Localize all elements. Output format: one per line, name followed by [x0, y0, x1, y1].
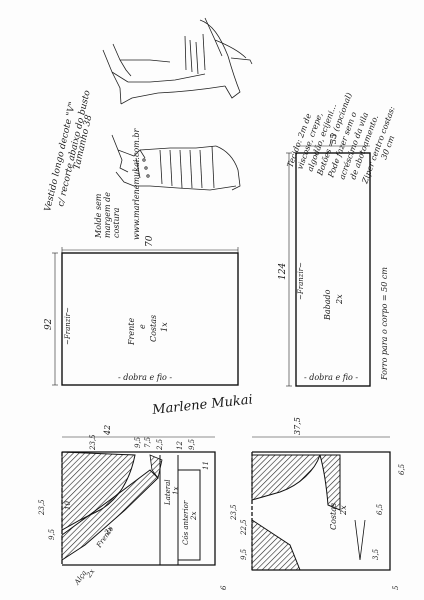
svg-text:23,5: 23,5 [230, 504, 238, 521]
molde-note-line1: Molde sem [94, 193, 103, 239]
svg-text:9,5: 9,5 [134, 436, 142, 448]
svg-text:3,5: 3,5 [372, 548, 380, 560]
svg-text:23,5: 23,5 [38, 499, 46, 516]
bodice-back: 37,5 23,5 6,5 22,5 9,5 3,5 6,5 5 Costas … [230, 417, 406, 590]
svg-text:23,5: 23,5 [89, 434, 97, 451]
svg-text:1x: 1x [172, 487, 180, 495]
babado-label-qty: 2x [335, 294, 344, 305]
svg-text:9,5: 9,5 [188, 438, 196, 450]
svg-text:2x: 2x [103, 525, 115, 537]
svg-text:6,5: 6,5 [398, 463, 406, 475]
svg-text:10: 10 [64, 501, 72, 510]
bodice-front: 42 23,5 9,5 10 9,5 7,5 2,5 23,5 12 9,5 1… [38, 425, 228, 590]
molde-note: Molde sem margem de costura [94, 192, 121, 239]
svg-text:9,5: 9,5 [240, 548, 248, 560]
front-back-label-qty: 1x [160, 322, 169, 332]
svg-text:2,5: 2,5 [156, 438, 164, 451]
babado-height: 124 [278, 263, 288, 280]
signature: Marlene Mukai [151, 392, 254, 418]
dress-sketch-middle [111, 134, 241, 191]
fabric-note: Tecido: 2m de viscose, crepe, algodão, e… [285, 91, 396, 185]
svg-text:12: 12 [176, 441, 184, 450]
title-block: Vestido longo decote "V" c/ recorte abai… [43, 89, 94, 213]
babado-top-dim: 35 [329, 134, 338, 144]
babado-piece: 35 124 ~Franzir~ Babado 2x - dobra e fio… [278, 134, 389, 387]
svg-text:2x: 2x [85, 568, 97, 580]
babado-outline [295, 152, 371, 387]
svg-text:Lateral: Lateral [164, 479, 172, 506]
svg-text:6,5: 6,5 [376, 503, 384, 515]
front-back-label-costas: Costas [149, 315, 158, 342]
svg-text:37,5: 37,5 [293, 417, 302, 435]
svg-text:5: 5 [392, 585, 400, 590]
dress-sketch-top [102, 17, 253, 105]
front-back-dobra: - dobra e fio - [118, 373, 172, 382]
babado-dobra: - dobra e fio - [304, 373, 358, 382]
svg-text:11: 11 [202, 461, 210, 470]
front-back-outline [61, 252, 239, 386]
svg-text:Costas: Costas [329, 503, 338, 530]
front-back-width: 70 [145, 235, 155, 247]
front-back-franzir: ~Franzir~ [64, 307, 72, 345]
svg-text:42: 42 [103, 425, 112, 436]
svg-text:7,5: 7,5 [144, 436, 152, 448]
forro-note: Forro para o corpo = 50 cm [380, 267, 389, 381]
front-back-label-frente: Frente [127, 318, 136, 346]
svg-text:6: 6 [220, 585, 228, 590]
svg-text:2x: 2x [190, 512, 198, 521]
svg-text:Cós anterior: Cós anterior [182, 500, 190, 545]
front-back-label-e: e [138, 324, 147, 329]
svg-text:2x: 2x [339, 505, 348, 516]
molde-note-line2: margem de [103, 192, 112, 238]
molde-note-line3: costura [112, 207, 121, 238]
front-back-height: 92 [44, 318, 54, 330]
babado-label: Babado [323, 289, 332, 321]
babado-franzir: ~Franzir~ [297, 262, 305, 300]
site-url: www.marlenemukai.com.br [132, 128, 141, 241]
front-back-piece: 70 92 ~Franzir~ Frente e Costas 1x - dob… [44, 235, 239, 386]
svg-text:22,5: 22,5 [240, 519, 248, 536]
svg-text:9,5: 9,5 [48, 528, 56, 540]
